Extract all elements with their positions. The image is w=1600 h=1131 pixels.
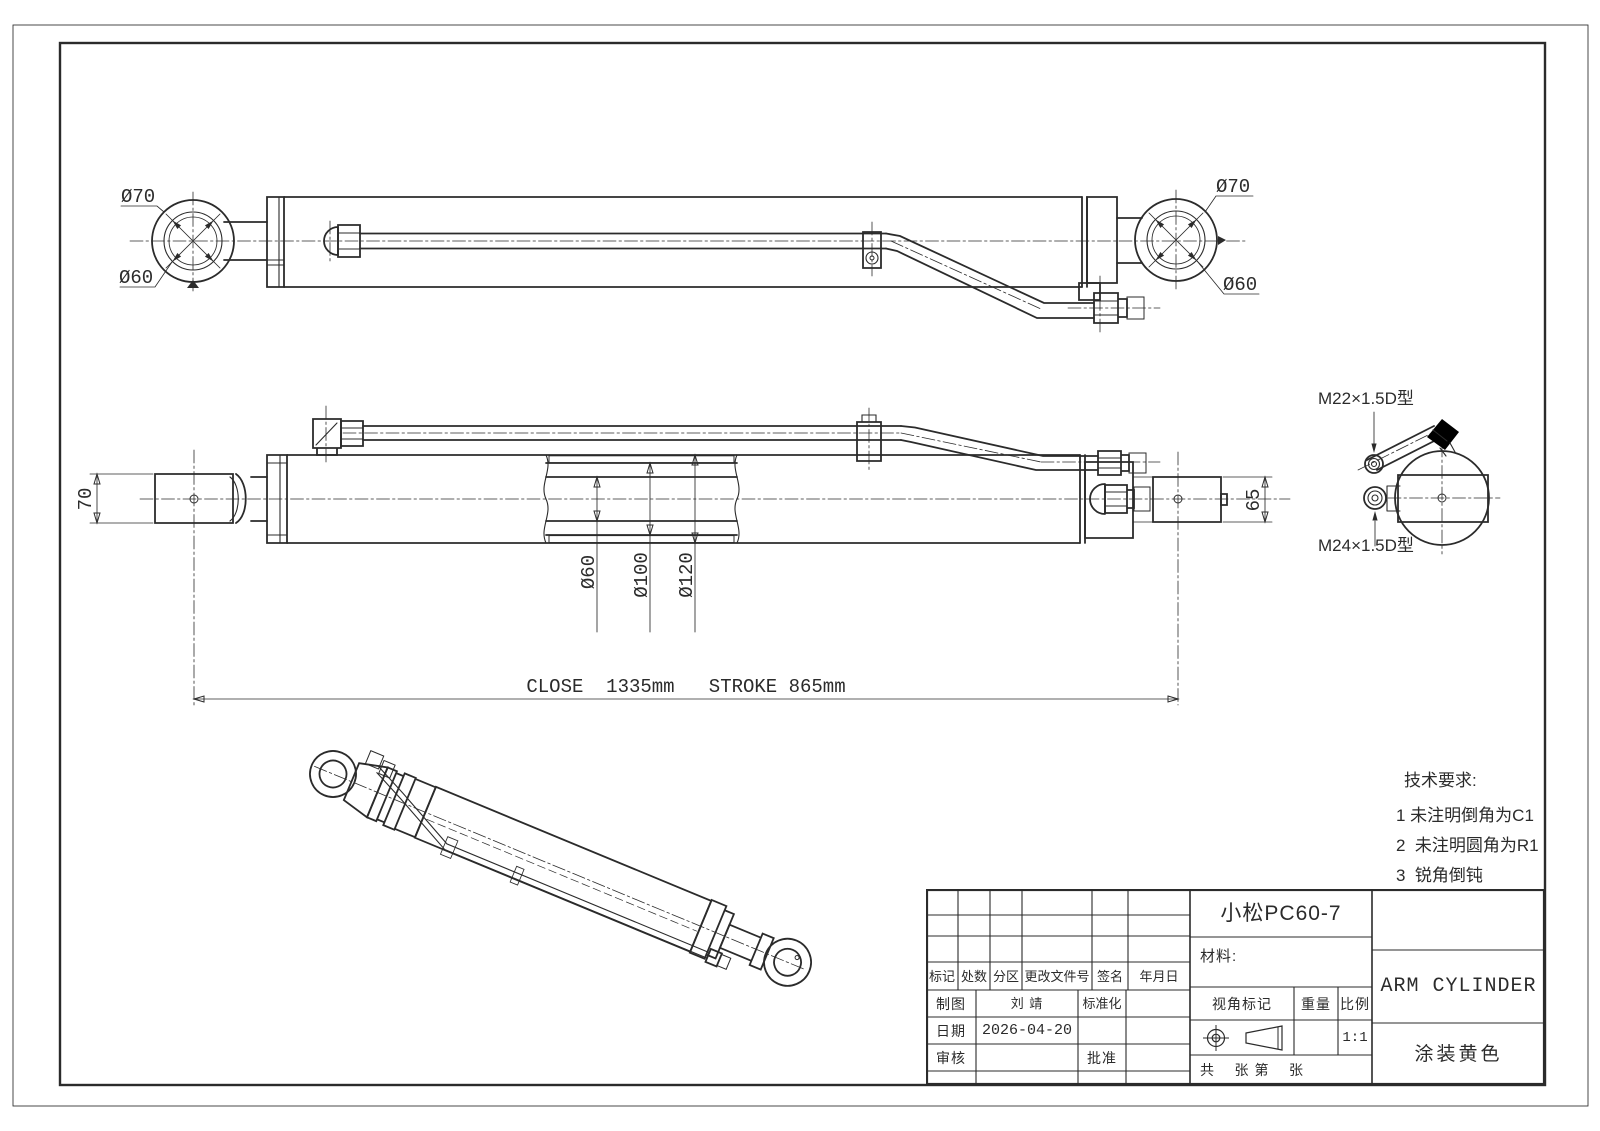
rev-col-count: 处数 xyxy=(960,968,987,984)
label-upper-port-thread: M22×1.5D型 xyxy=(1318,389,1414,408)
dim-dia60-right: Ø60 xyxy=(1223,274,1257,296)
finish-note: 涂装黄色 xyxy=(1414,1043,1503,1065)
dim-rod-dia: Ø60 xyxy=(578,555,600,589)
approved-label: 批准 xyxy=(1087,1049,1117,1066)
title-block-grid xyxy=(926,889,1545,1085)
sheet-border xyxy=(12,24,1589,1107)
date-value: 2026-04-20 xyxy=(981,1022,1072,1039)
checked-label: 审核 xyxy=(936,1049,966,1066)
projection-symbol xyxy=(1203,1025,1283,1051)
drawn-label: 制图 xyxy=(936,995,966,1012)
rev-col-zone: 分区 xyxy=(992,968,1019,984)
dim-close-stroke: CLOSE 1335mm STROKE 865mm xyxy=(526,676,845,698)
rev-col-docno: 更改文件号 xyxy=(1024,968,1090,984)
view-mark-label: 视角标记 xyxy=(1212,995,1272,1012)
isometric-view xyxy=(309,750,812,987)
scale-value: 1:1 xyxy=(1342,1029,1368,1046)
part-name: ARM CYLINDER xyxy=(1380,974,1537,998)
label-lower-port-thread: M24×1.5D型 xyxy=(1318,536,1414,555)
sheet-info: 共 张 第 张 xyxy=(1200,1062,1305,1078)
front-view: Ø60 Ø100 Ø120 70 65 CLOSE 1335mm STROKE … xyxy=(75,405,1291,706)
standardized-label: 标准化 xyxy=(1082,996,1122,1011)
dim-cap-eye-width: 65 xyxy=(1243,489,1265,512)
dim-dia70-right: Ø70 xyxy=(1216,176,1250,198)
dim-tube-od: Ø120 xyxy=(676,552,698,598)
scale-label: 比例 xyxy=(1340,995,1370,1012)
rev-col-sign: 签名 xyxy=(1096,968,1123,984)
rev-col-date: 年月日 xyxy=(1139,968,1179,984)
port-detail-view: M22×1.5D型 M24×1.5D型 xyxy=(1318,389,1501,555)
dim-dia70-left: Ø70 xyxy=(121,186,155,208)
title-block: 标记 处数 分区 更改文件号 签名 年月日 制图 刘 靖 标准化 日期 2026… xyxy=(926,889,1545,1085)
dim-dia60-left: Ø60 xyxy=(119,267,153,289)
tech-req-item-3: 3 锐角倒钝 xyxy=(1396,866,1483,885)
dim-bore-dia: Ø100 xyxy=(631,552,653,598)
drawn-by: 刘 靖 xyxy=(1010,996,1044,1011)
tech-req-item-2: 2 未注明圆角为R1 xyxy=(1396,836,1539,855)
part-model: 小松PC60-7 xyxy=(1220,901,1342,925)
weight-label: 重量 xyxy=(1301,995,1331,1012)
tech-req-title: 技术要求: xyxy=(1404,771,1477,790)
technical-requirements: 技术要求: 1 未注明倒角为C1 2 未注明圆角为R1 3 锐角倒钝 xyxy=(1396,766,1566,891)
dim-rod-eye-width: 70 xyxy=(75,488,97,511)
rev-col-mark: 标记 xyxy=(928,968,955,984)
tech-req-item-1: 1 未注明倒角为C1 xyxy=(1396,806,1534,825)
material-label: 材料: xyxy=(1200,948,1238,965)
date-label: 日期 xyxy=(936,1022,966,1039)
top-view: Ø70 Ø60 Ø70 Ø60 xyxy=(119,176,1260,333)
